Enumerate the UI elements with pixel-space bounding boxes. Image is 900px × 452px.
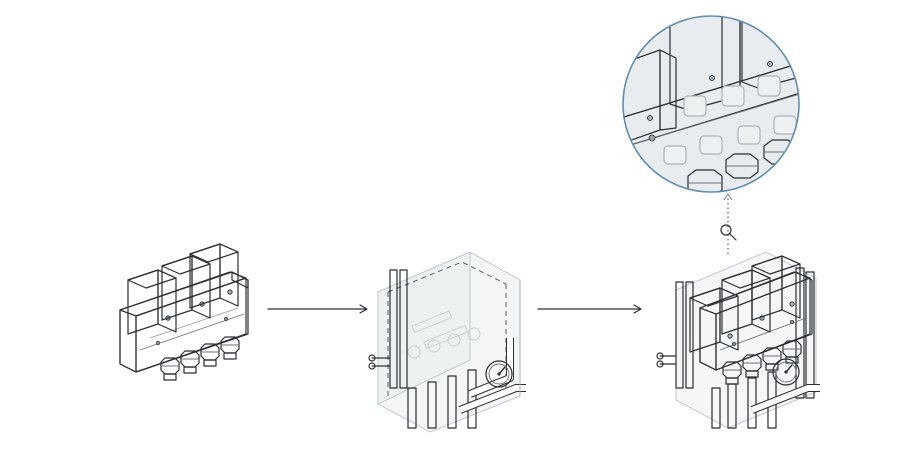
detail-zoom-circle	[622, 15, 800, 193]
step-2-wall-piping	[368, 251, 526, 433]
arrow-right-icon	[359, 304, 368, 314]
step-arrow-1	[267, 304, 368, 314]
dashed-frame	[387, 261, 507, 293]
step-3-installed-assembly	[622, 15, 820, 429]
step-arrow-2	[537, 304, 642, 314]
pressure-gauge-icon	[772, 358, 800, 386]
step-1-manifold-unit	[119, 243, 249, 381]
enclosure-tray	[119, 271, 249, 373]
magnifier-icon	[720, 224, 737, 241]
pressure-gauge-icon	[485, 360, 513, 388]
actuator-block	[127, 269, 177, 335]
supply-pipes	[407, 338, 526, 429]
hex-fitting	[160, 357, 180, 381]
actuator-block	[189, 243, 239, 309]
supply-pipes	[711, 371, 820, 429]
enclosure-tray	[699, 271, 813, 371]
arrow-right-icon	[633, 304, 642, 314]
riser-pipe-left	[368, 269, 408, 389]
